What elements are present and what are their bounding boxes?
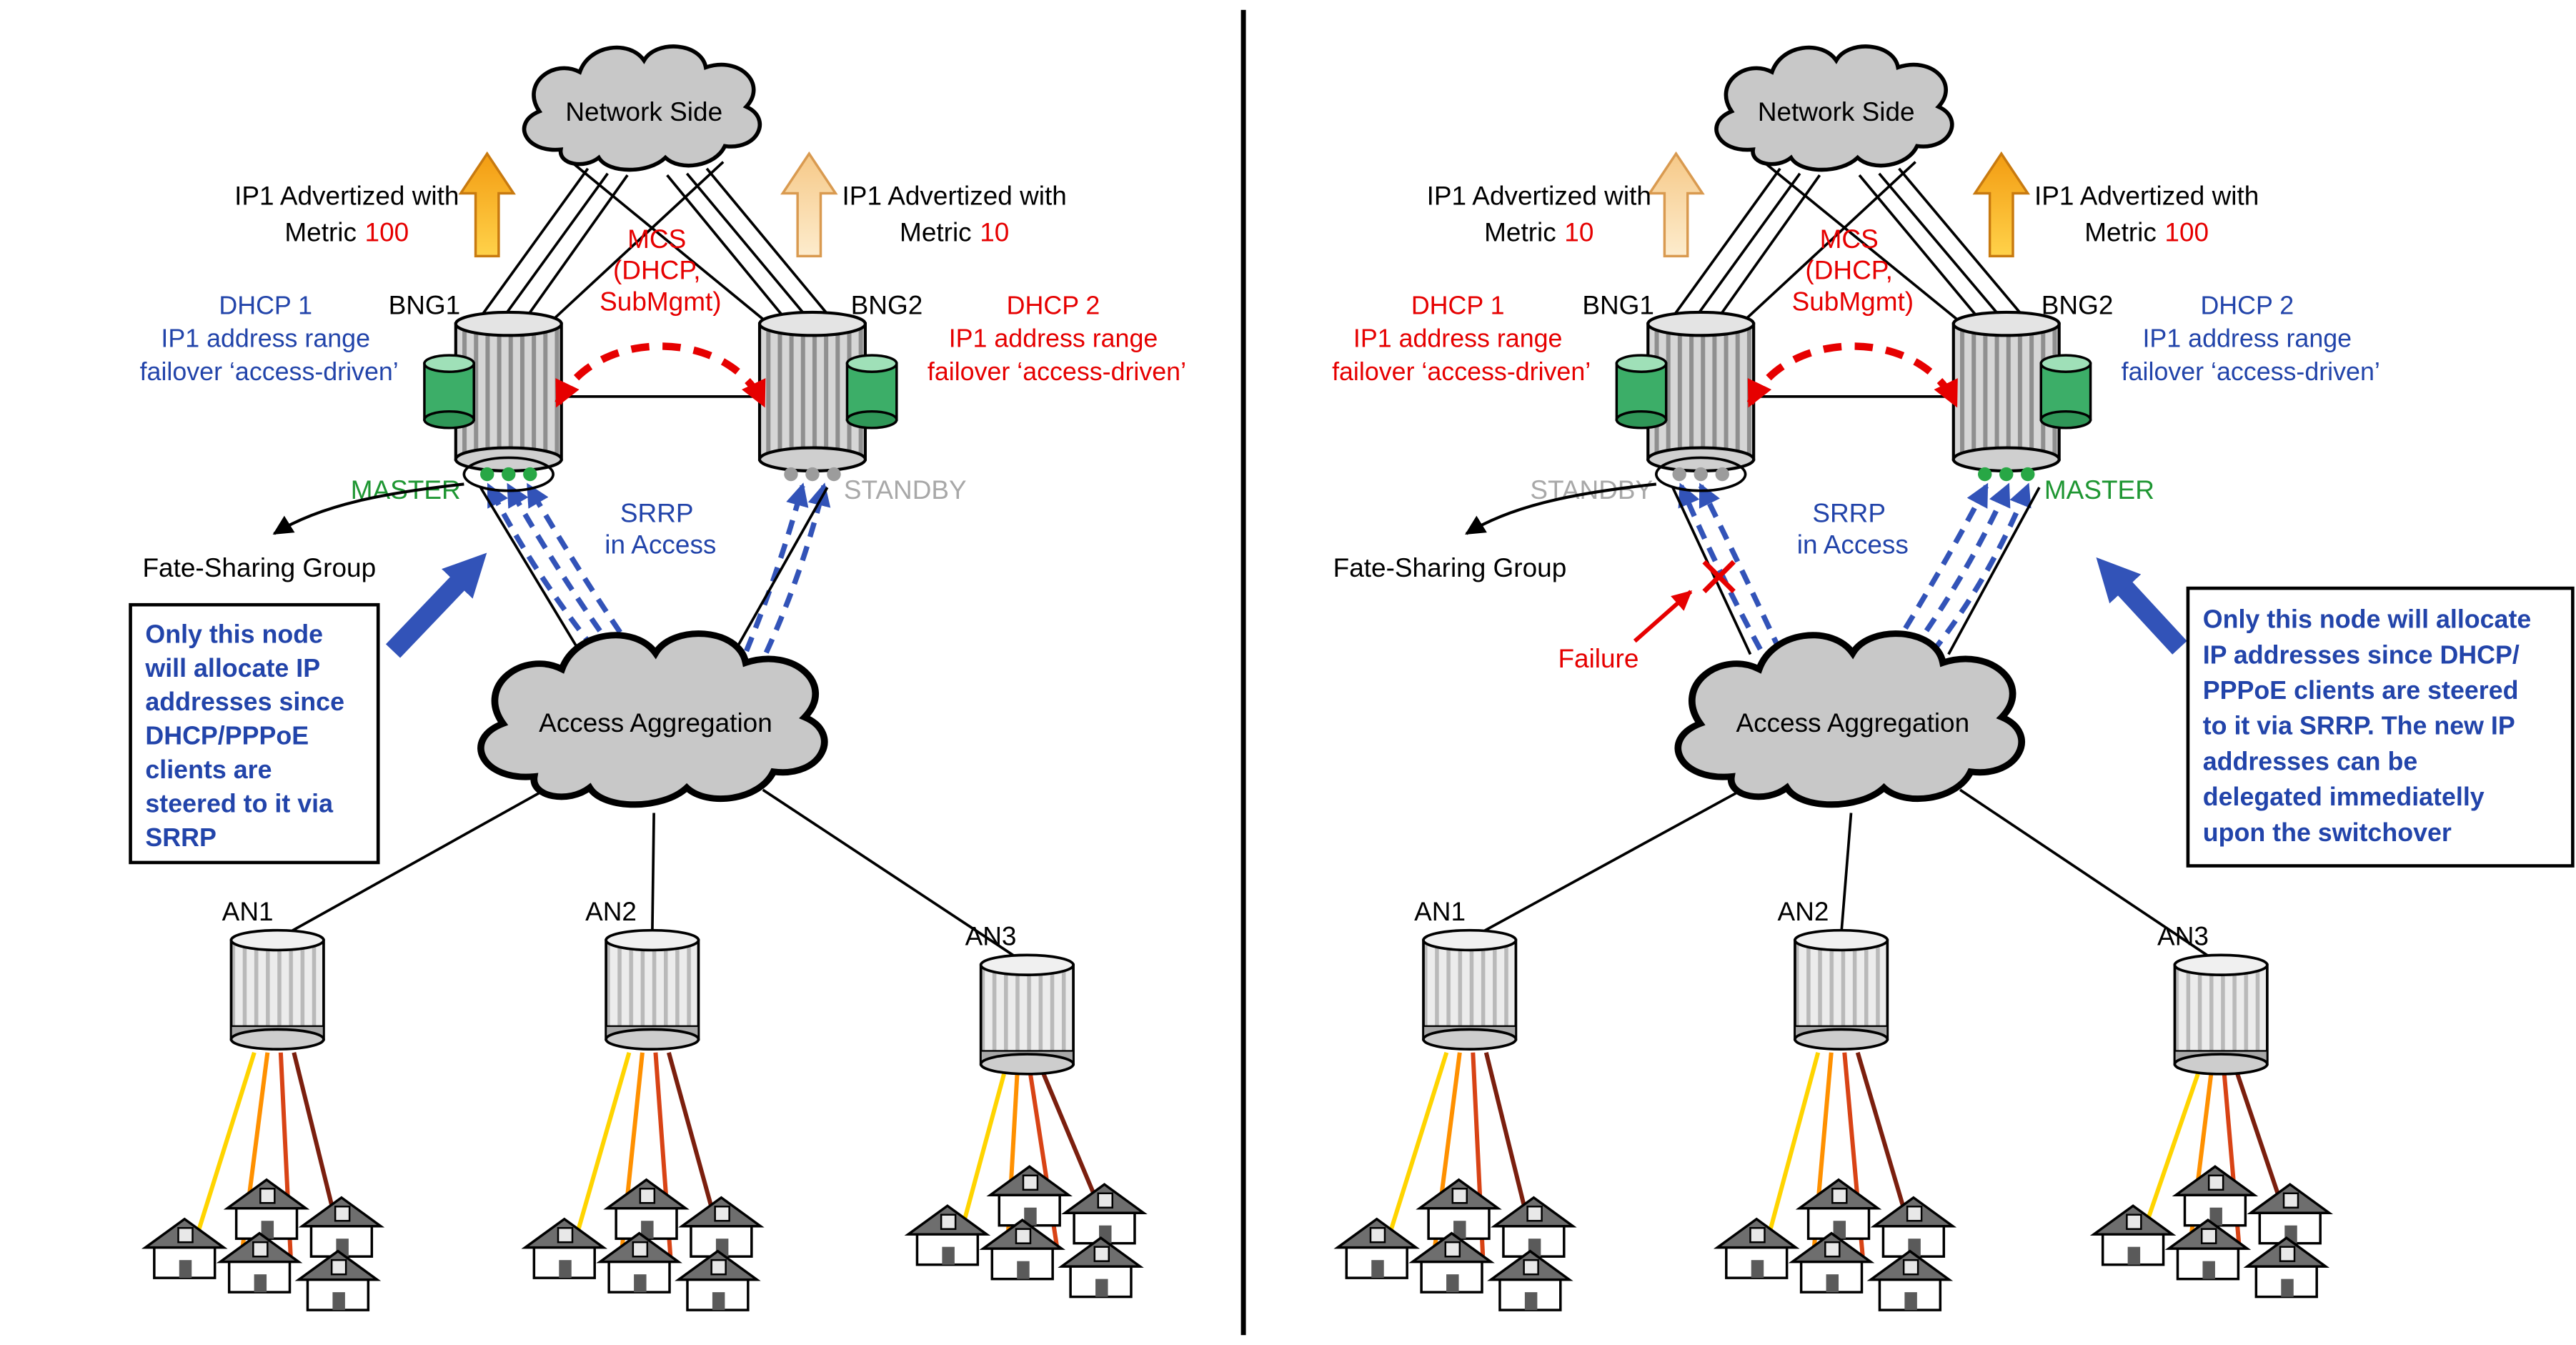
srrp-steering-arrows bbox=[486, 482, 831, 655]
metric-arrow-bng2 bbox=[781, 152, 837, 258]
an2-node bbox=[1794, 928, 1889, 1051]
svg-text:Only this node will allocate: Only this node will allocate IP addresse… bbox=[2203, 605, 2539, 847]
an3-node bbox=[2173, 953, 2269, 1076]
srrp-steering-arrows bbox=[1678, 482, 2032, 655]
svg-text:IP1 Advertized with: IP1 Advertized with bbox=[234, 182, 459, 211]
house-cluster bbox=[525, 1180, 760, 1310]
house-cluster bbox=[1338, 1180, 1573, 1310]
dhcp1-text: DHCP 1 IP1 address range failover ‘acces… bbox=[1332, 291, 1591, 385]
fate-sharing-label: Fate-Sharing Group bbox=[142, 553, 376, 582]
house-cluster bbox=[2094, 1166, 2329, 1296]
bng2-label: BNG2 bbox=[851, 290, 923, 319]
network-side-cloud: Network Side bbox=[1716, 46, 1952, 170]
mcs-label: MCS (DHCP, SubMgmt) bbox=[600, 224, 721, 317]
bng2-role-label: MASTER bbox=[2044, 475, 2154, 505]
metric-arrow-bng1 bbox=[459, 152, 515, 258]
fate-sharing-label: Fate-Sharing Group bbox=[1333, 553, 1567, 582]
network-side-cloud: Network Side bbox=[524, 46, 760, 170]
bng2-srrp-ports bbox=[1977, 467, 2035, 482]
srrp-label: SRRP in Access bbox=[605, 499, 716, 560]
svg-text:Only this node will allo: Only this node will allocate IP addresse… bbox=[144, 620, 352, 851]
note-pointer-arrow bbox=[385, 552, 487, 658]
note-box: Only this node will allocate IP addresse… bbox=[2186, 586, 2575, 868]
an2-label: AN2 bbox=[585, 897, 637, 926]
bng1-label: BNG1 bbox=[1582, 290, 1654, 319]
network-cloud-label: Network Side bbox=[565, 97, 722, 126]
network-uplinks bbox=[474, 161, 837, 329]
an1-label: AN1 bbox=[1414, 897, 1466, 926]
bng1-srrp-ports bbox=[462, 456, 555, 492]
mcs-sync-arc bbox=[555, 342, 767, 408]
access-aggregation-cloud: Access Aggregation bbox=[1678, 634, 2021, 805]
bng1-srrp-ports bbox=[1654, 456, 1747, 492]
an2-node bbox=[605, 928, 700, 1051]
mcs-sync-arc bbox=[1746, 342, 1959, 408]
failure-label: Failure bbox=[1558, 644, 1638, 673]
access-aggregation-cloud: Access Aggregation bbox=[481, 634, 825, 805]
note-box: Only this node will allocate IP addresse… bbox=[129, 602, 380, 865]
svg-text:IP1 Advertized with: IP1 Advertized with bbox=[1427, 182, 1651, 211]
bng1-db-cylinder bbox=[423, 354, 475, 430]
an3-label: AN3 bbox=[2157, 921, 2209, 951]
fate-sharing-arrow bbox=[272, 482, 464, 535]
metric-arrow-bng2 bbox=[1974, 152, 2029, 258]
access-links bbox=[479, 487, 829, 655]
house-cluster bbox=[145, 1180, 380, 1310]
an2-label: AN2 bbox=[1778, 897, 1829, 926]
access-an-links bbox=[1476, 788, 2215, 961]
bng1-label: BNG1 bbox=[389, 290, 461, 319]
dhcp1-text: DHCP 1 IP1 address range failover ‘acces… bbox=[140, 291, 399, 385]
bng2-srrp-ports bbox=[784, 467, 841, 482]
bng2-role-label: STANDBY bbox=[844, 475, 967, 505]
mcs-label: MCS (DHCP, SubMgmt) bbox=[1792, 224, 1914, 317]
fate-sharing-arrow bbox=[1465, 482, 1657, 535]
svg-text:IP1 Advertized with: IP1 Advertized with bbox=[2034, 182, 2259, 211]
bng1-db-cylinder bbox=[1615, 354, 1668, 430]
an1-node bbox=[1422, 928, 1518, 1051]
dhcp2-text: DHCP 2 IP1 address range failover ‘acces… bbox=[928, 291, 1186, 385]
metric-arrow-bng1 bbox=[1648, 152, 1704, 258]
network-cloud-label: Network Side bbox=[1758, 97, 1915, 126]
access-cloud-label: Access Aggregation bbox=[1736, 708, 1969, 738]
access-an-links bbox=[283, 788, 1022, 961]
an1-label: AN1 bbox=[222, 897, 274, 926]
bng2-label: BNG2 bbox=[2042, 290, 2114, 319]
an1-node bbox=[229, 928, 325, 1051]
house-cluster bbox=[1717, 1180, 1952, 1310]
house-cluster bbox=[908, 1166, 1143, 1296]
an3-label: AN3 bbox=[965, 921, 1017, 951]
bng2-db-cylinder bbox=[2039, 354, 2092, 430]
network-uplinks bbox=[1666, 161, 2031, 329]
an3-node bbox=[979, 953, 1075, 1076]
dhcp2-text: DHCP 2 IP1 address range failover ‘acces… bbox=[2122, 291, 2380, 385]
bng2-db-cylinder bbox=[845, 354, 898, 430]
srrp-label: SRRP in Access bbox=[1797, 499, 1909, 560]
svg-text:IP1 Advertized with: IP1 Advertized with bbox=[842, 182, 1067, 211]
note-pointer-arrow bbox=[2096, 557, 2187, 655]
failure-marker: Failure bbox=[1558, 560, 1736, 673]
access-cloud-label: Access Aggregation bbox=[539, 708, 772, 738]
